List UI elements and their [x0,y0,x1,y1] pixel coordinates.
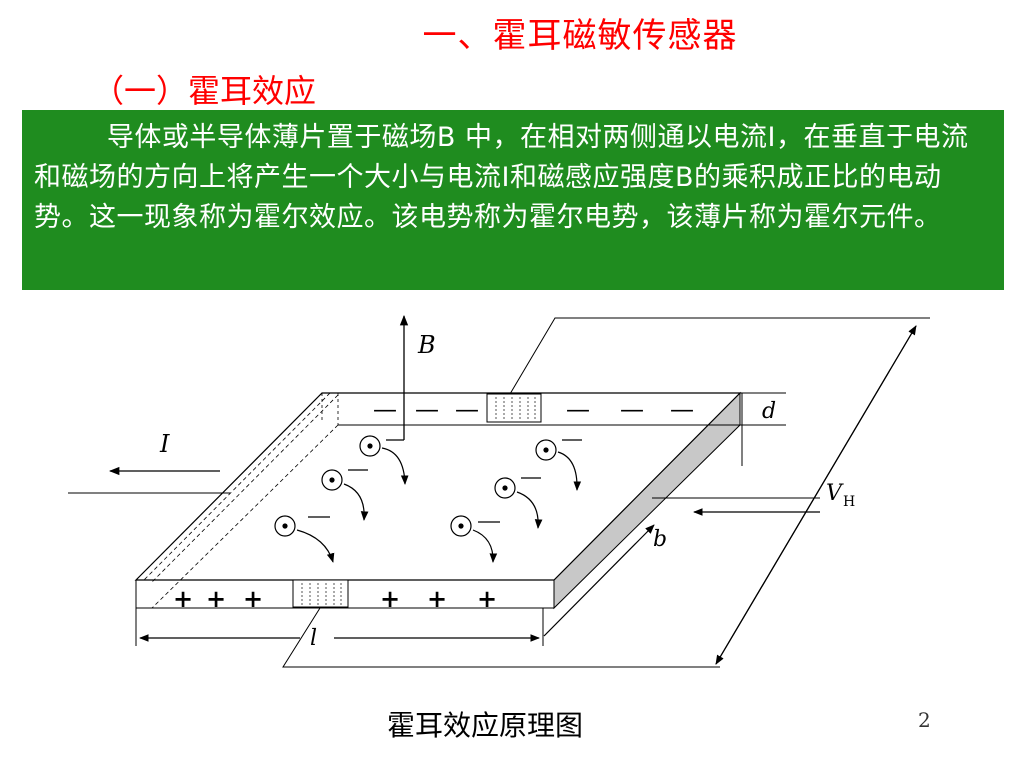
label-B: B [417,331,436,359]
svg-text:—: — [415,395,439,423]
svg-text:—: — [455,395,479,423]
svg-text:H: H [843,494,855,510]
section-number: （一） [92,72,189,110]
label-VH: V [826,481,844,506]
label-d: d [762,399,776,424]
svg-text:—: — [373,395,397,423]
svg-text:+: + [427,584,447,613]
figure-caption: 霍耳效应原理图 [386,709,583,742]
svg-text:+: + [477,584,497,613]
electrons [274,435,582,563]
negative-charges: — — — — — — [373,395,694,423]
label-I: I [159,430,170,458]
bottom-electrode [292,579,349,608]
svg-text:+: + [173,584,193,613]
label-l: l [310,626,317,651]
definition-text: 导体或半导体薄片置于磁场B 中，在相对两侧通以电流I，在垂直于电流和磁场的方向上… [34,122,969,233]
svg-text:—: — [620,395,644,423]
section-heading: （一）霍耳效应 [92,66,317,113]
svg-text:—: — [566,395,590,423]
definition-box: 导体或半导体薄片置于磁场B 中，在相对两侧通以电流I，在垂直于电流和磁场的方向上… [22,110,1004,290]
svg-text:—: — [670,395,694,423]
top-electrode [486,393,542,423]
svg-text:+: + [380,584,400,613]
positive-charges: + + + + + + [173,584,497,613]
section-title: 霍耳效应 [188,72,317,113]
page-number: 2 [918,708,931,732]
svg-text:+: + [243,584,263,613]
svg-text:+: + [206,584,226,613]
slide-title: 一、霍耳磁敏传感器 [422,16,738,56]
width-arrow [543,524,655,637]
label-b: b [653,527,667,552]
hall-effect-diagram: — — — — — — + + + + + + B [68,314,930,668]
